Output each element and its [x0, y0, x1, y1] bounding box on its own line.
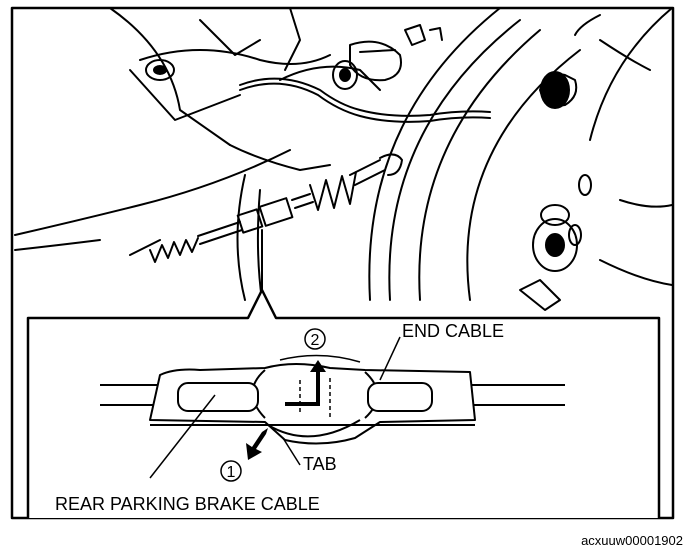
step-2-number: 2: [311, 332, 320, 349]
step-1-circle: [220, 460, 242, 482]
arrow-1: [246, 428, 268, 460]
image-code: acxuuw00001902: [581, 533, 683, 548]
step-1-number: 1: [227, 464, 236, 481]
tab-shape: [267, 419, 361, 438]
detail-view: 2 1 END CABLE TAB REAR PARKING BRAKE CAB…: [26, 288, 661, 518]
end-cable-fitting: [367, 382, 433, 412]
tab-label: TAB: [303, 454, 337, 474]
end-cable-label: END CABLE: [402, 321, 504, 341]
rear-parking-brake-cable-label: REAR PARKING BRAKE CABLE: [55, 494, 320, 514]
arrow-2: [285, 360, 326, 406]
step-2-circle: [304, 328, 326, 350]
rear-cable-fitting: [177, 382, 259, 412]
